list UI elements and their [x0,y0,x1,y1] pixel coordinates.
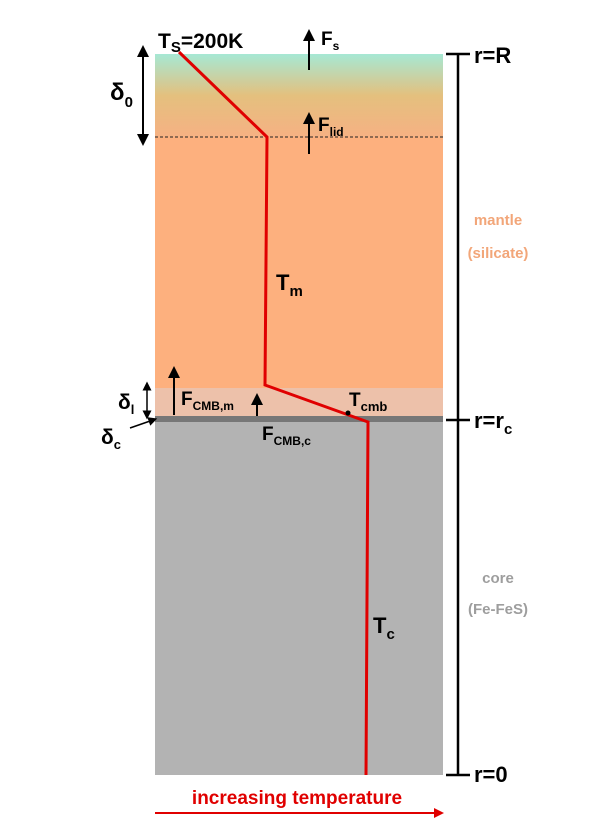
mantle-temperature-label: Tm [276,270,303,300]
stagnant-lid-layer [155,54,443,137]
radius-label-top: r=R [474,43,511,68]
cmb-temperature-dot [345,410,351,416]
temperature-profile [177,50,370,776]
core-boundary-arrow [129,417,158,429]
cmb-boundary-layer [155,388,443,416]
core-interface-layer [155,416,443,422]
flux-cmb-core-label: FCMB,c [262,424,311,448]
mantle-region-name: mantle [474,212,522,229]
core-layer [155,422,443,775]
core-temperature-label: Tc [373,613,395,643]
mantle-layer [155,137,443,388]
upper-boundary-layer-label: δl [118,391,134,417]
flux-cmb-mantle-label: FCMB,m [181,389,234,413]
core-region-name: core [482,570,514,587]
surface-temperature-label: TS=200K [158,30,243,56]
radius-label-bottom: r=0 [474,762,508,787]
lid-thickness-label: δ0 [110,79,133,111]
cmb-temperature-label: Tcmb [349,390,387,414]
mantle-region-material: (silicate) [468,245,529,262]
flux-lid-label: Flid [318,115,344,139]
core-region-material: (Fe-FeS) [468,601,528,618]
core-boundary-layer-label: δc [101,426,121,452]
increasing-temperature-label: increasing temperature [192,788,402,809]
flux-surface-label: Fs [321,29,340,53]
radius-label-middle: r=rc [474,408,512,438]
